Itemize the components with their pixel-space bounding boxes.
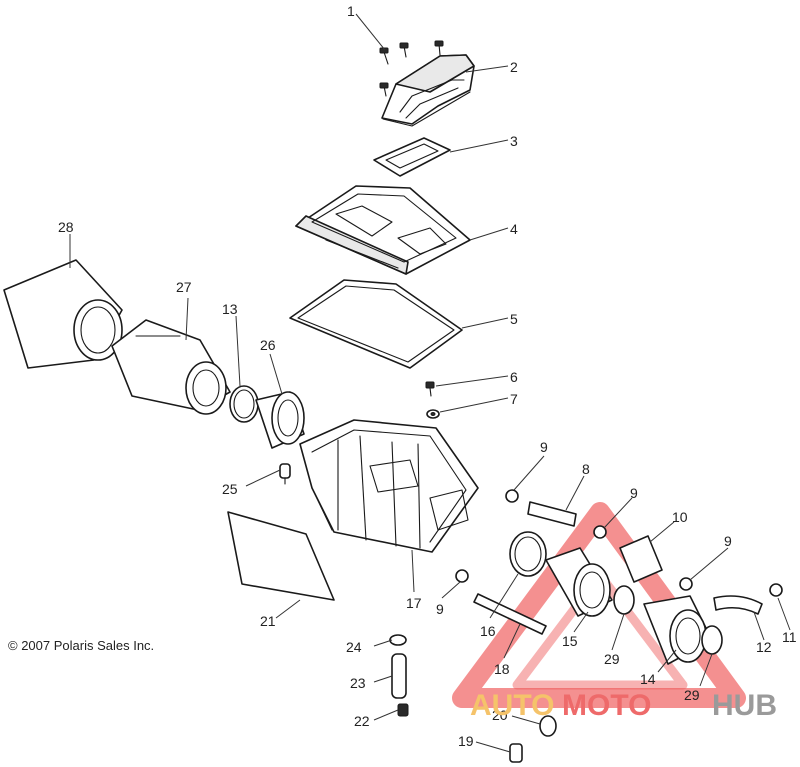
part-vent-hose bbox=[713, 595, 763, 615]
callout-22: 22 bbox=[354, 713, 370, 729]
callout-1: 1 bbox=[347, 3, 355, 19]
part-bolt-washer bbox=[425, 381, 440, 419]
callout-24: 24 bbox=[346, 639, 362, 655]
watermark-text: AUTO MOTO HUB bbox=[470, 689, 777, 722]
callout-5: 5 bbox=[510, 311, 518, 327]
part-elbow-tube bbox=[619, 535, 663, 583]
part-plugs bbox=[455, 489, 693, 591]
part-fastener bbox=[279, 463, 291, 485]
callout-19: 19 bbox=[458, 733, 474, 749]
part-rod bbox=[473, 593, 547, 635]
callout-2: 2 bbox=[510, 59, 518, 75]
part-seal-ring bbox=[289, 279, 463, 369]
part-filter-adapter bbox=[255, 391, 305, 449]
watermark-word-moto: MOTO bbox=[562, 689, 651, 722]
copyright-text: © 2007 Polaris Sales Inc. bbox=[8, 638, 154, 653]
callout-29a: 29 bbox=[604, 651, 620, 667]
part-panel bbox=[227, 511, 335, 601]
part-screws bbox=[379, 40, 444, 97]
part-o-ring bbox=[509, 531, 547, 577]
callout-21: 21 bbox=[260, 613, 276, 629]
callout-6: 6 bbox=[510, 369, 518, 385]
callout-13: 13 bbox=[222, 301, 238, 317]
callout-10: 10 bbox=[672, 509, 688, 525]
part-dowel bbox=[527, 501, 577, 527]
callout-14: 14 bbox=[640, 671, 656, 687]
part-filter-clamp bbox=[229, 385, 259, 423]
callout-17: 17 bbox=[406, 595, 422, 611]
callout-9a: 9 bbox=[540, 439, 548, 455]
callout-18: 18 bbox=[494, 661, 510, 677]
part-coupler bbox=[545, 547, 613, 617]
callout-11: 11 bbox=[782, 629, 797, 645]
callout-4: 4 bbox=[510, 221, 518, 237]
callout-9d: 9 bbox=[436, 601, 444, 617]
callout-12: 12 bbox=[756, 639, 772, 655]
watermark-word-hub: HUB bbox=[712, 689, 777, 722]
part-intake-duct bbox=[381, 54, 475, 127]
part-drain-tube bbox=[389, 634, 409, 717]
part-fittings bbox=[509, 715, 557, 763]
callout-27: 27 bbox=[176, 279, 192, 295]
callout-25: 25 bbox=[222, 481, 238, 497]
part-intake-boot bbox=[643, 595, 713, 665]
part-airbox-base bbox=[299, 419, 479, 553]
part-filter-element bbox=[111, 319, 231, 415]
part-gasket-plate bbox=[373, 137, 451, 177]
callout-7: 7 bbox=[510, 391, 518, 407]
callout-15: 15 bbox=[562, 633, 578, 649]
callout-9b: 9 bbox=[630, 485, 638, 501]
part-cap bbox=[769, 583, 783, 597]
callout-20: 20 bbox=[492, 707, 508, 723]
leader-lines bbox=[69, 13, 791, 753]
watermark-word-auto: AUTO bbox=[470, 689, 554, 722]
callout-26: 26 bbox=[260, 337, 276, 353]
callout-28: 28 bbox=[58, 219, 74, 235]
callout-9c: 9 bbox=[724, 533, 732, 549]
part-pre-filter bbox=[3, 259, 123, 369]
callout-29b: 29 bbox=[684, 687, 700, 703]
callout-23: 23 bbox=[350, 675, 366, 691]
callout-8: 8 bbox=[582, 461, 590, 477]
part-airbox-cover bbox=[295, 185, 471, 275]
callout-3: 3 bbox=[510, 133, 518, 149]
callout-numbers: 1 2 3 4 5 6 7 8 9 9 9 9 10 11 12 13 14 1… bbox=[58, 3, 797, 749]
callout-16: 16 bbox=[480, 623, 496, 639]
